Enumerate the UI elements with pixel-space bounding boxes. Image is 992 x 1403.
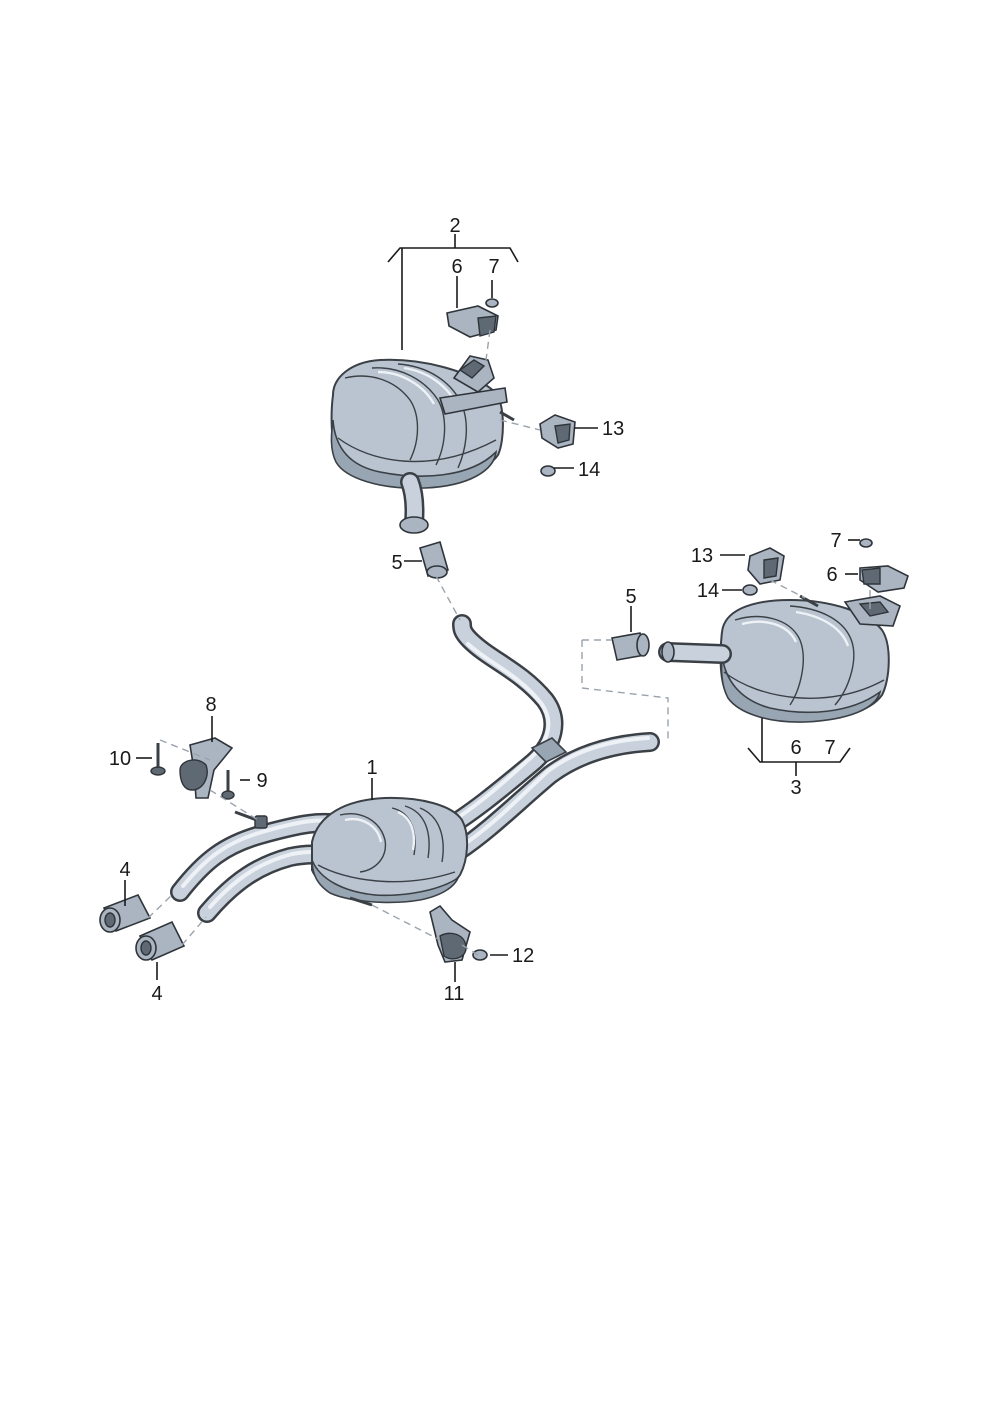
callout-7-upper: 7 [488,256,499,278]
callout-14-right: 14 [697,580,719,602]
callout-13-right: 13 [691,545,713,567]
center-muffler [234,796,468,907]
nut-14-upper [540,465,556,477]
hanger-6-upper [446,305,499,338]
callout-7-rear: 7 [824,737,835,759]
bolt-10 [150,743,166,776]
callout-11: 11 [444,983,465,1005]
callout-7-right: 7 [830,530,841,552]
callout-numbers: 2 6 7 13 14 5 13 14 7 6 5 6 7 3 8 10 9 1… [109,215,842,1005]
nut-7-upper [485,298,499,308]
hanger-6-right [859,565,909,593]
callout-9: 9 [256,770,267,792]
callout-2: 2 [449,215,460,237]
nut-14-right [742,584,758,596]
bracket-13-right [747,547,785,585]
callout-6-rear: 6 [790,737,801,759]
callout-13-upper: 13 [602,418,624,440]
callout-6-upper: 6 [451,256,462,278]
callout-12: 12 [512,945,534,967]
left-rear-muffler [330,355,515,534]
bracket-13-upper [539,414,576,449]
callout-14-upper: 14 [578,459,600,481]
nut-12 [472,949,488,961]
clamp-5-right [611,632,650,661]
callout-10: 10 [109,748,131,770]
callout-3: 3 [790,777,801,799]
clamp-4-lower [135,920,186,962]
nut-7-right [859,538,873,548]
leader-lines [124,234,860,982]
bracket-11 [429,904,471,963]
callout-4-lower: 4 [151,983,162,1005]
clamp-4-upper [99,893,152,933]
alignment-lines [147,329,871,956]
callout-4-upper: 4 [119,859,130,881]
callout-8: 8 [205,694,216,716]
callout-5-right: 5 [625,586,636,608]
callout-1: 1 [366,757,377,779]
bracket-8 [179,737,234,799]
right-rear-muffler [658,594,901,723]
callout-5-upper: 5 [391,552,402,574]
bolt-9 [221,770,235,800]
clamp-5-upper [419,541,449,579]
callout-6-right: 6 [826,564,837,586]
center-to-rear-pipes [430,614,660,860]
